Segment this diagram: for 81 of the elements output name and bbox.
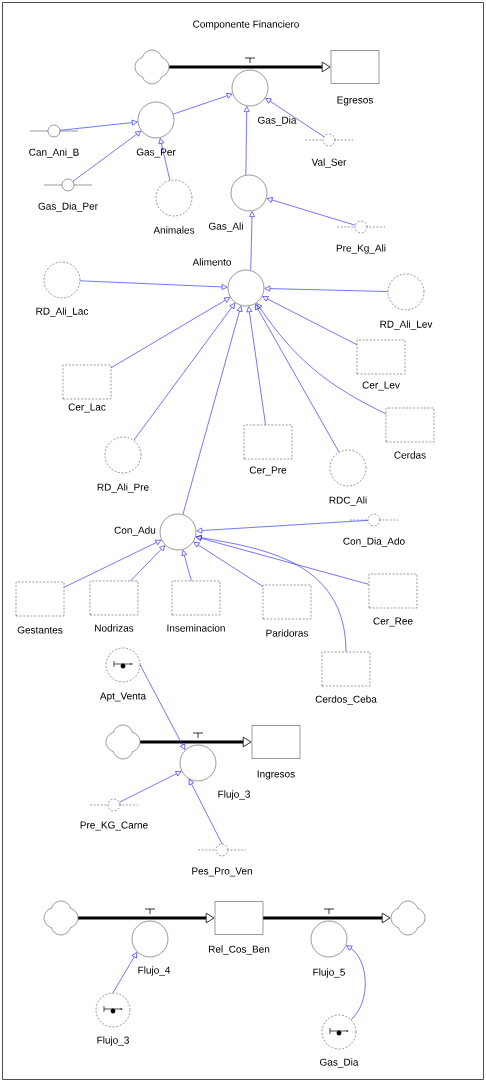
connector-arrow	[249, 211, 255, 271]
connector-arrow	[79, 280, 228, 290]
connector-arrow	[63, 539, 162, 588]
flow-valve: Gas_Dia	[231, 57, 297, 126]
connector-arrow	[130, 545, 166, 582]
node-label: Gas_Ali	[208, 222, 243, 232]
connector-arrow	[196, 520, 369, 534]
node-label: Cerdas	[394, 451, 426, 459]
connector-arrow	[133, 302, 236, 441]
connector-arrow	[262, 296, 358, 345]
cloud-symbol	[105, 724, 141, 760]
node-label: Nodrizas	[95, 624, 134, 632]
dashed-box: Gestantes	[15, 581, 65, 634]
dashed-box: Cerdas	[385, 407, 435, 459]
node-label: Alimento	[192, 258, 232, 266]
node-label: Rel_Cos_Ben	[208, 945, 270, 955]
connector-arrow	[59, 119, 138, 131]
node-label: RD_Ali_Pre	[97, 483, 149, 493]
node-label: Flujo_3	[218, 790, 250, 800]
node-label: Cer_Lev	[362, 381, 400, 391]
flow-valve: Flujo_3	[179, 732, 250, 800]
connector-arrow	[182, 305, 243, 515]
connector-arrow	[110, 297, 231, 368]
node-label: Con_Adu	[114, 526, 156, 536]
connector-arrow	[112, 952, 138, 994]
node-label: Gas_Dia	[258, 116, 297, 126]
stock-box: Egresos	[330, 50, 380, 106]
dashed-box: Cerdos_Ceba	[315, 651, 377, 705]
connector-arrow	[255, 304, 340, 453]
connector-arrow	[172, 92, 233, 115]
connector-arrow	[346, 945, 366, 1021]
connector-arrow	[265, 98, 325, 137]
node-label: Paridoras	[266, 629, 309, 637]
connector-arrow	[139, 664, 186, 750]
diagram-title: Componente Financiero	[193, 20, 299, 30]
connector-arrow	[195, 534, 347, 653]
dashed-box: Inseminacion	[167, 580, 225, 632]
dashed-box: Cer_Ree	[368, 573, 418, 627]
connector-arrow	[72, 130, 142, 182]
flow-valve: Flujo_4	[131, 908, 171, 976]
cloud-symbol	[390, 900, 426, 936]
flow-pipe	[263, 912, 391, 924]
flow-valve: Flujo_5	[310, 908, 348, 978]
dashed-box: Nodrizas	[89, 580, 139, 632]
stock-box: Rel_Cos_Ben	[208, 901, 270, 955]
node-label: Gas_Per	[136, 148, 176, 158]
node-label: Egresos	[337, 96, 373, 106]
stock-box: Ingresos	[251, 725, 301, 780]
connector-arrow	[193, 541, 264, 587]
cloud-symbol	[134, 49, 170, 85]
flow-pipe	[169, 61, 331, 73]
node-label: Cerdos_Ceba	[315, 695, 377, 705]
dashed-box: Paridoras	[262, 584, 312, 637]
connector-arrow	[246, 306, 266, 426]
node-label: RDC_Ali	[329, 496, 367, 506]
dashed-box: Cer_Pre	[243, 424, 293, 476]
connector-arrow	[243, 106, 250, 176]
dashed-box: Cer_Lev	[356, 339, 406, 391]
cloud-symbol	[43, 900, 79, 936]
connector-arrow	[188, 779, 223, 845]
node-label: RD_Ali_Lac	[36, 307, 89, 317]
node-label: Cer_Lac	[68, 403, 106, 413]
flow-pipe	[140, 736, 252, 748]
node-label: Inseminacion	[167, 624, 225, 632]
node-label: Flujo_4	[138, 966, 171, 976]
flow-pipe	[78, 912, 215, 924]
node-label: Animales	[153, 226, 195, 234]
connector-arrow	[158, 138, 171, 181]
connector-arrow	[266, 197, 356, 226]
node-label: Flujo_5	[313, 968, 345, 978]
connector-arrow	[264, 285, 389, 292]
node-label: Cer_Ree	[373, 617, 413, 627]
connector-arrow	[119, 771, 182, 803]
dashed-box: Cer_Lac	[62, 364, 112, 413]
node-label: Ingresos	[257, 770, 295, 780]
node-label: Gestantes	[17, 626, 63, 634]
node-label: RD_Ali_Lev	[380, 320, 433, 330]
node-label: Cer_Pre	[249, 466, 287, 476]
connector-arrow	[195, 535, 370, 585]
connector-arrow	[256, 303, 387, 415]
connector-arrow	[181, 549, 192, 582]
